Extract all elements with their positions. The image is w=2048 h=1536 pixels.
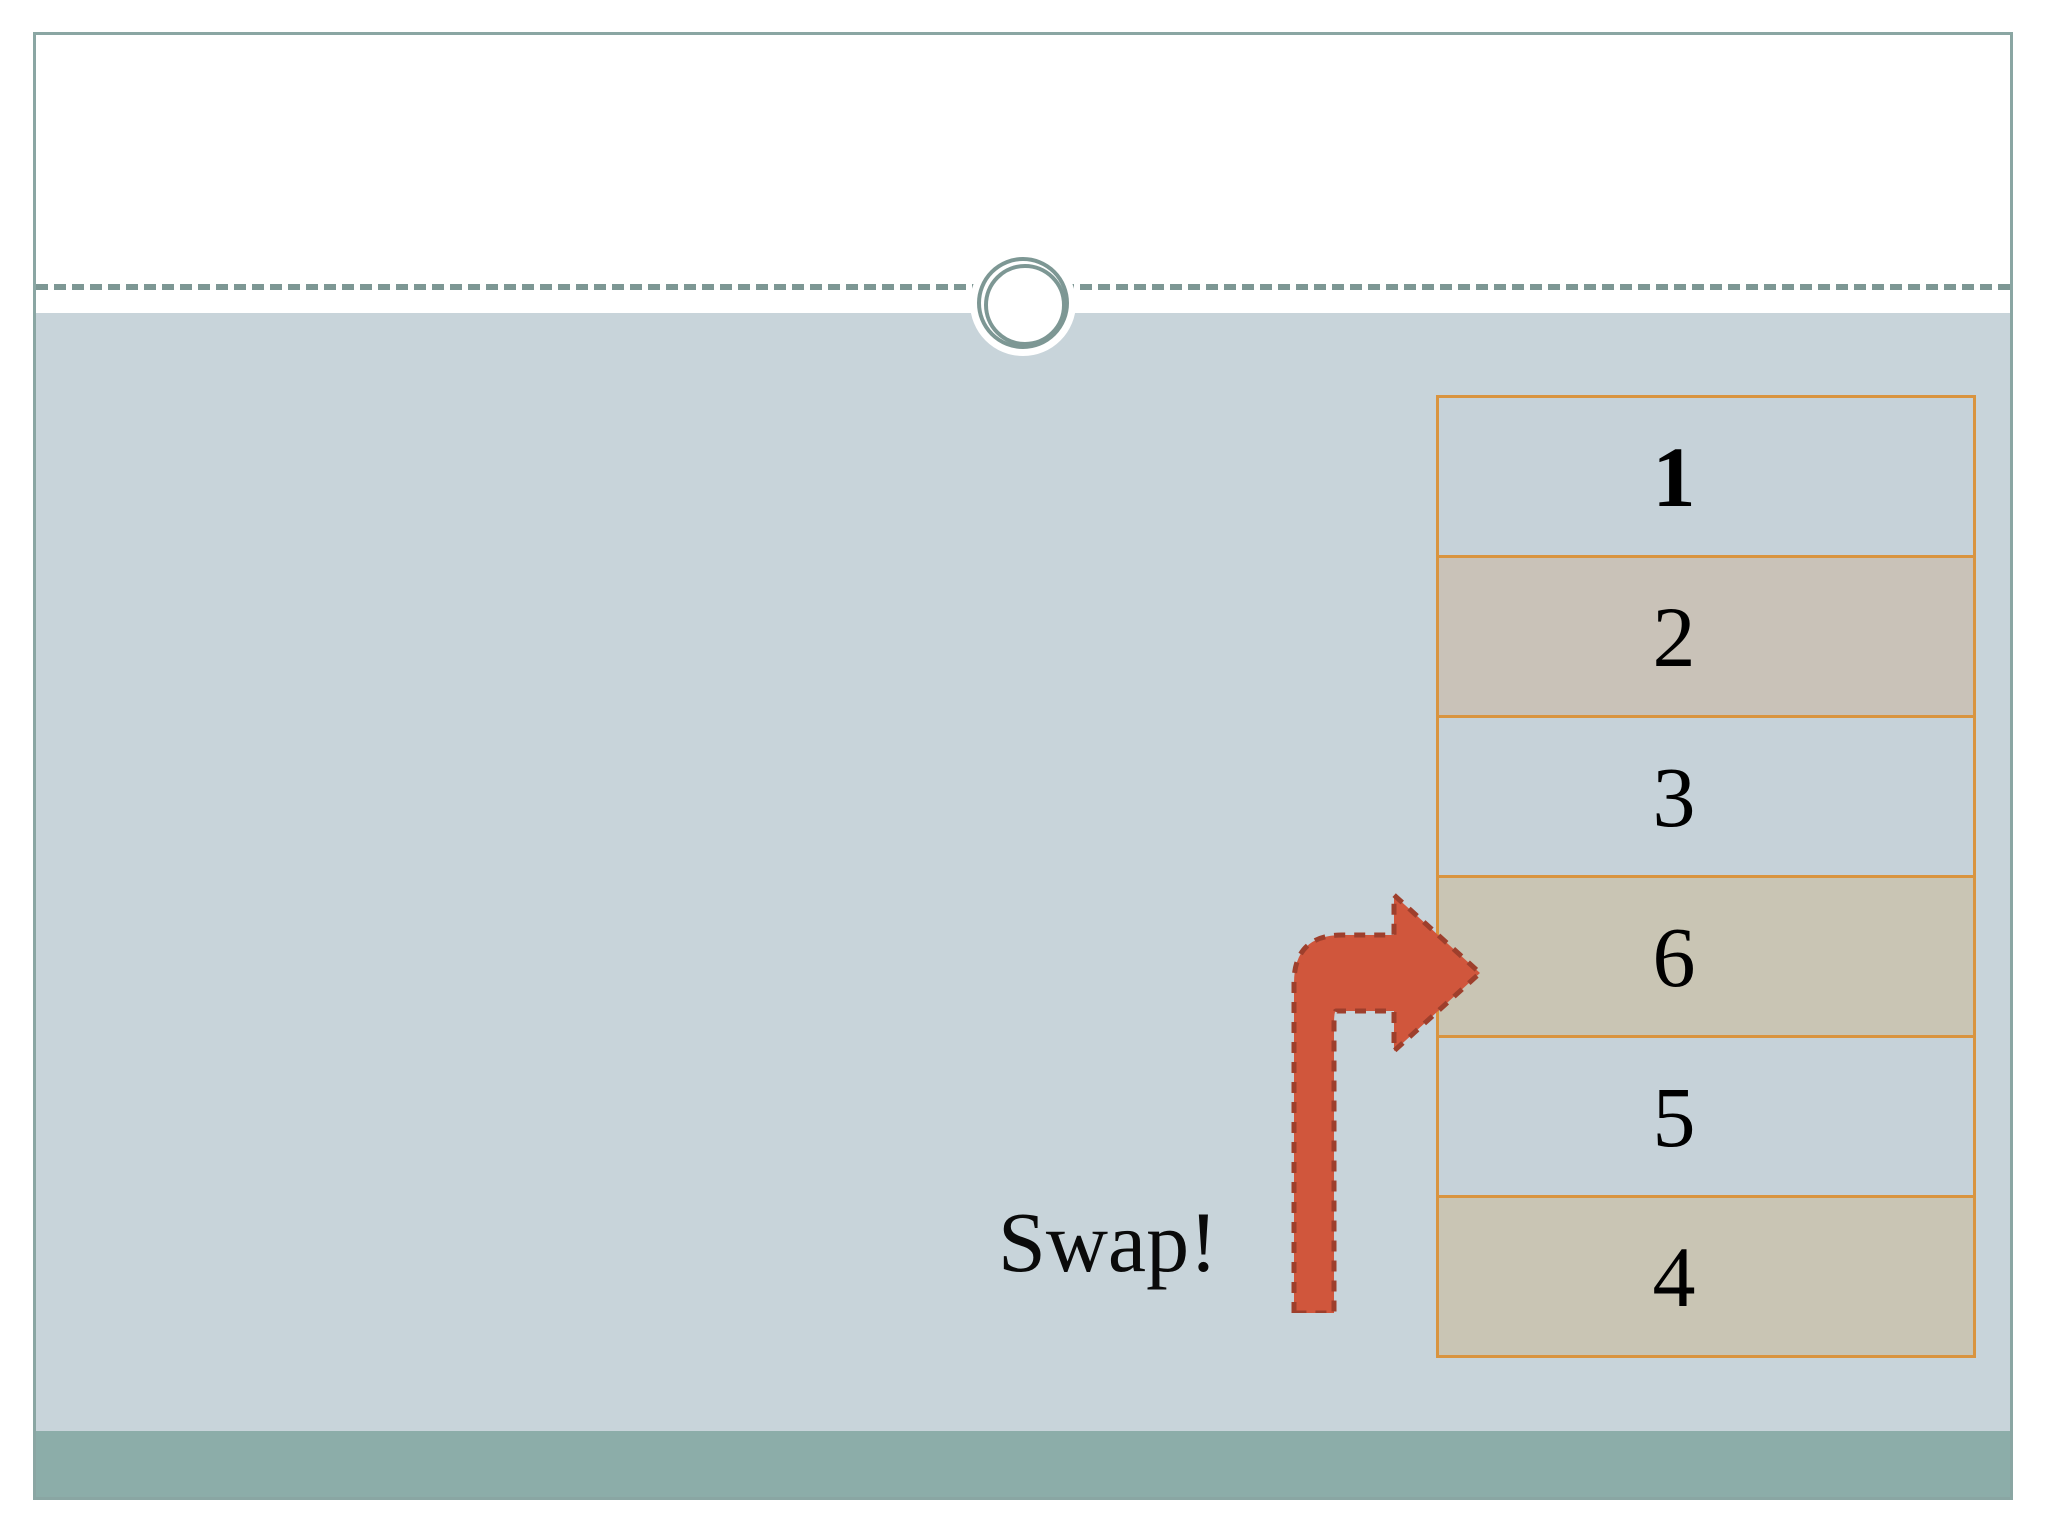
array-table: 1 2 3 6 5 — [1436, 395, 1976, 1358]
slide-footer-band — [36, 1431, 2010, 1497]
array-cell-1: 2 — [1436, 555, 1976, 718]
array-cell-value-4: 5 — [1652, 1068, 1696, 1165]
array-cell-value-0: 1 — [1652, 428, 1696, 525]
array-cell-value-5: 4 — [1652, 1228, 1696, 1325]
slide-header-band — [36, 35, 2010, 283]
array-cell-value-3: 6 — [1652, 908, 1696, 1005]
table-row: 4 — [1436, 1195, 1976, 1358]
circle-ornament-icon — [970, 250, 1076, 356]
array-cell-2: 3 — [1436, 715, 1976, 878]
table-row: 2 — [1436, 555, 1976, 718]
table-row: 3 — [1436, 715, 1976, 878]
array-cell-0: 1 — [1436, 395, 1976, 558]
table-row: 5 — [1436, 1035, 1976, 1198]
array-cell-value-2: 3 — [1652, 748, 1696, 845]
swap-label: Swap! — [998, 1194, 1218, 1290]
array-cell-4: 5 — [1436, 1035, 1976, 1198]
array-cell-5: 4 — [1436, 1195, 1976, 1358]
table-row: 6 — [1436, 875, 1976, 1038]
array-table-body: 1 2 3 6 5 — [1436, 395, 1976, 1358]
circle-ornament-outer-ring — [977, 257, 1069, 349]
array-cell-3: 6 — [1436, 875, 1976, 1038]
circle-ornament-inner-ring — [984, 264, 1066, 346]
array-cell-value-1: 2 — [1652, 588, 1696, 685]
table-row: 1 — [1436, 395, 1976, 558]
slide-canvas: 1 2 3 6 5 — [33, 32, 2013, 1500]
